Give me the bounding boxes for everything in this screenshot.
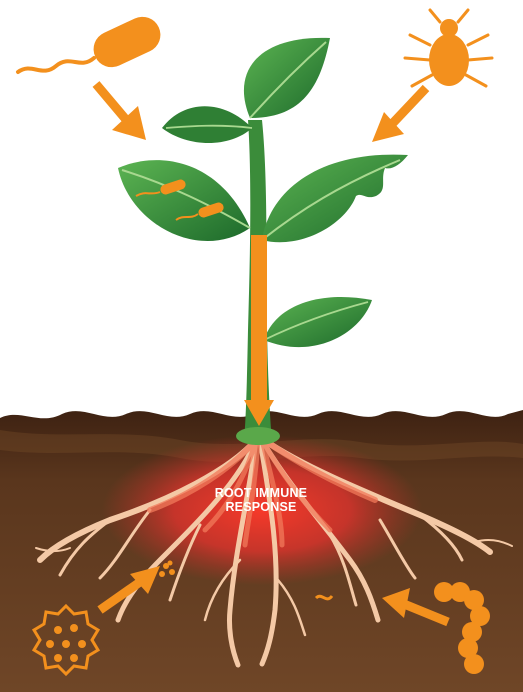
insect-pest-icon: [405, 10, 492, 86]
leaf-lower-right: [264, 297, 372, 347]
arrow-top-left: [96, 84, 146, 140]
arrow-top-right: [372, 88, 426, 142]
root-immune-response-label: ROOT IMMUNE RESPONSE: [161, 486, 361, 514]
label-line-1: ROOT IMMUNE: [161, 486, 361, 500]
label-line-2: RESPONSE: [161, 500, 361, 514]
leaf-top: [244, 38, 330, 118]
bacterium-icon: [18, 11, 166, 73]
leaf-middle-left: [118, 160, 250, 241]
leaf-upper-left: [162, 106, 252, 143]
leaf-right-chewed: [262, 155, 408, 243]
